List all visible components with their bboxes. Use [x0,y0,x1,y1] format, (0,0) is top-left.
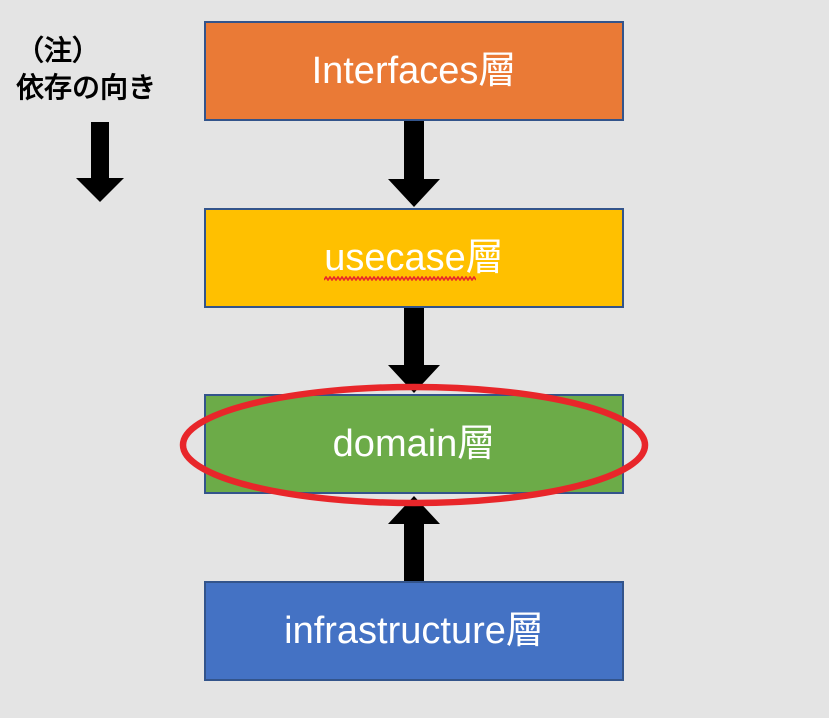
layer-box-interfaces[interactable]: Interfaces層 [204,21,624,121]
layer-label-infrastructure: infrastructure層 [284,610,544,652]
down-arrow-icon-usecase-to-domain [386,308,442,395]
up-arrow-icon-infrastructure-to-domain [386,494,442,582]
layer-label-usecase-text: usecase層 [324,237,504,279]
dependency-note: （注） 依存の向き [16,33,202,107]
down-arrow-icon-interfaces-to-usecase [386,121,442,209]
layer-label-interfaces: Interfaces層 [311,50,517,92]
note-line-2: 依存の向き [16,71,157,103]
spellcheck-squiggle-icon [324,276,477,281]
layer-box-infrastructure[interactable]: infrastructure層 [204,581,624,681]
down-arrow-icon [72,122,128,204]
layer-label-usecase: usecase層 [324,237,504,281]
layer-label-domain: domain層 [332,423,496,465]
layer-box-usecase[interactable]: usecase層 [204,208,624,308]
layer-box-domain[interactable]: domain層 [204,394,624,494]
note-line-1: （注） [16,35,101,66]
